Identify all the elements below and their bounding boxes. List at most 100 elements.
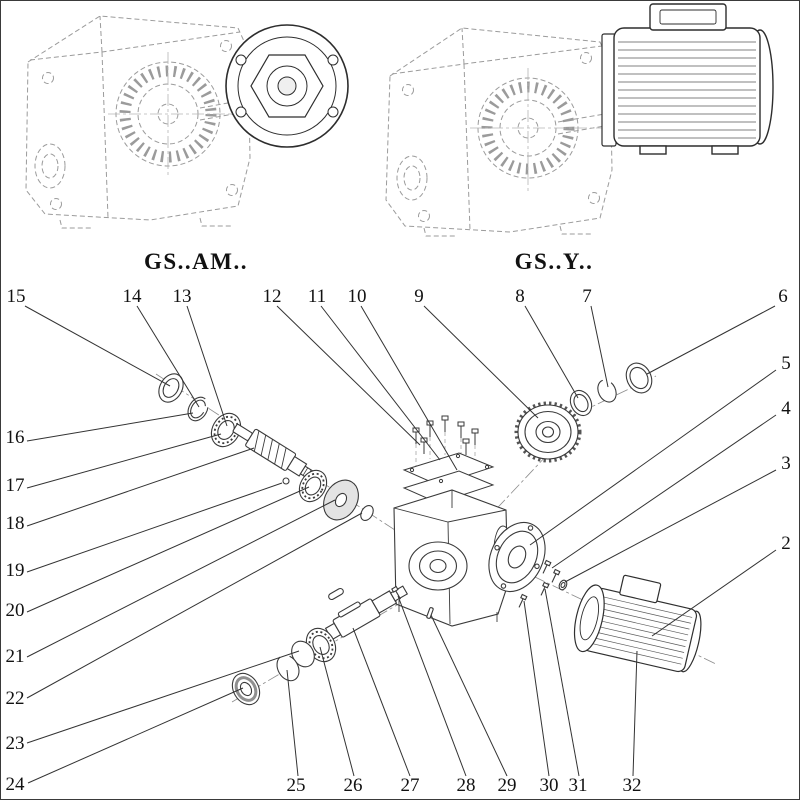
leader-line-14 — [136, 305, 200, 408]
dowel-pin — [426, 607, 434, 619]
part-number-10: 10 — [347, 286, 367, 307]
leader-line-6 — [646, 305, 776, 375]
part-number-27: 27 — [400, 775, 420, 796]
part-number-13: 13 — [172, 286, 192, 307]
motor-bolt — [540, 581, 550, 596]
leader-line-25 — [286, 669, 299, 777]
top-cover — [402, 452, 495, 486]
input-shaft-parts — [158, 373, 374, 522]
leader-line-5 — [529, 369, 777, 546]
part-number-4: 4 — [781, 398, 791, 419]
leader-line-27 — [352, 627, 411, 777]
leader-line-11 — [320, 305, 441, 461]
leader-line-21 — [26, 499, 336, 658]
part-number-31: 31 — [568, 775, 588, 796]
set-pin — [282, 477, 290, 485]
part-number-30: 30 — [539, 775, 559, 796]
leader-line-23 — [26, 650, 300, 744]
flange-bolt — [551, 568, 561, 583]
leader-line-10 — [360, 305, 458, 471]
output-gear-set — [514, 362, 653, 463]
part-number-3: 3 — [781, 453, 791, 474]
leader-line-7 — [590, 305, 609, 388]
leader-line-8 — [524, 305, 579, 399]
part-number-2: 2 — [781, 533, 791, 554]
part-number-25: 25 — [286, 775, 306, 796]
part-number-22: 22 — [5, 688, 25, 709]
gearbox-gs-y-centerlines — [470, 68, 614, 192]
leader-line-30 — [523, 600, 550, 777]
retaining-ring — [187, 396, 209, 422]
input-flange-gs-am — [225, 24, 349, 148]
leader-line-18 — [26, 447, 255, 527]
output-circlip — [276, 654, 300, 682]
part-number-16: 16 — [5, 427, 25, 448]
leader-line-32 — [632, 650, 638, 777]
motor-gs-y — [601, 3, 774, 155]
leader-line-13 — [186, 305, 228, 427]
part-number-12: 12 — [262, 286, 282, 307]
small-ring — [360, 504, 374, 522]
exploded-motor — [573, 574, 702, 673]
part-number-11: 11 — [307, 286, 327, 307]
gear-circlip — [597, 379, 617, 403]
leader-line-22 — [26, 512, 363, 699]
leader-line-4 — [551, 414, 777, 569]
input-bearing — [210, 412, 242, 448]
gearbox-gs-am-centerlines — [108, 52, 254, 178]
part-number-32: 32 — [622, 775, 642, 796]
leader-line-2 — [651, 549, 777, 637]
gear-end-ring — [625, 362, 653, 394]
variant-label-gs-am: GS..AM.. — [144, 249, 248, 274]
part-number-9: 9 — [414, 286, 424, 307]
leader-line-24 — [27, 687, 244, 784]
shim-disk — [323, 479, 359, 521]
input-bearing-rear — [298, 469, 328, 503]
part-number-17: 17 — [5, 475, 25, 496]
part-number-26: 26 — [343, 775, 363, 796]
shaft-key — [328, 587, 344, 601]
part-number-8: 8 — [515, 286, 525, 307]
part-number-19: 19 — [5, 560, 25, 581]
part-number-20: 20 — [5, 600, 25, 621]
part-number-29: 29 — [497, 775, 517, 796]
part-number-23: 23 — [5, 733, 25, 754]
leader-line-20 — [26, 486, 310, 613]
leader-line-29 — [430, 614, 508, 777]
leader-line-12 — [276, 305, 421, 446]
leader-line-17 — [26, 433, 222, 489]
variant-label-gs-y: GS..Y.. — [514, 249, 594, 274]
part-number-24: 24 — [5, 774, 25, 795]
part-number-7: 7 — [582, 286, 592, 307]
leader-line-15 — [24, 305, 171, 387]
leader-line-16 — [26, 412, 194, 442]
motor-side-parts — [488, 522, 568, 608]
gear-housing — [393, 489, 513, 627]
helical-gear — [514, 401, 582, 463]
leader-line-3 — [564, 469, 777, 583]
leader-line-9 — [423, 305, 539, 419]
flange-bolt — [542, 559, 552, 574]
leader-line-28 — [397, 595, 467, 777]
output-shaft — [324, 585, 409, 641]
leader-line-19 — [26, 482, 283, 573]
flange-washer — [558, 579, 568, 591]
cover-assembly — [402, 415, 495, 504]
part-number-28: 28 — [456, 775, 476, 796]
oil-seal — [158, 373, 184, 403]
leader-line-31 — [544, 588, 580, 777]
motor-bolt — [518, 593, 528, 608]
leader-line-26 — [319, 646, 355, 777]
output-seal — [231, 672, 261, 706]
housing-bolt — [391, 585, 401, 600]
part-number-6: 6 — [778, 286, 788, 307]
output-shaft-parts — [231, 585, 434, 706]
part-number-21: 21 — [5, 646, 25, 667]
bolt-projection-lines — [415, 432, 476, 468]
part-number-15: 15 — [6, 286, 26, 307]
leader-lines — [24, 305, 777, 784]
gear-spacer-ring — [569, 389, 593, 417]
